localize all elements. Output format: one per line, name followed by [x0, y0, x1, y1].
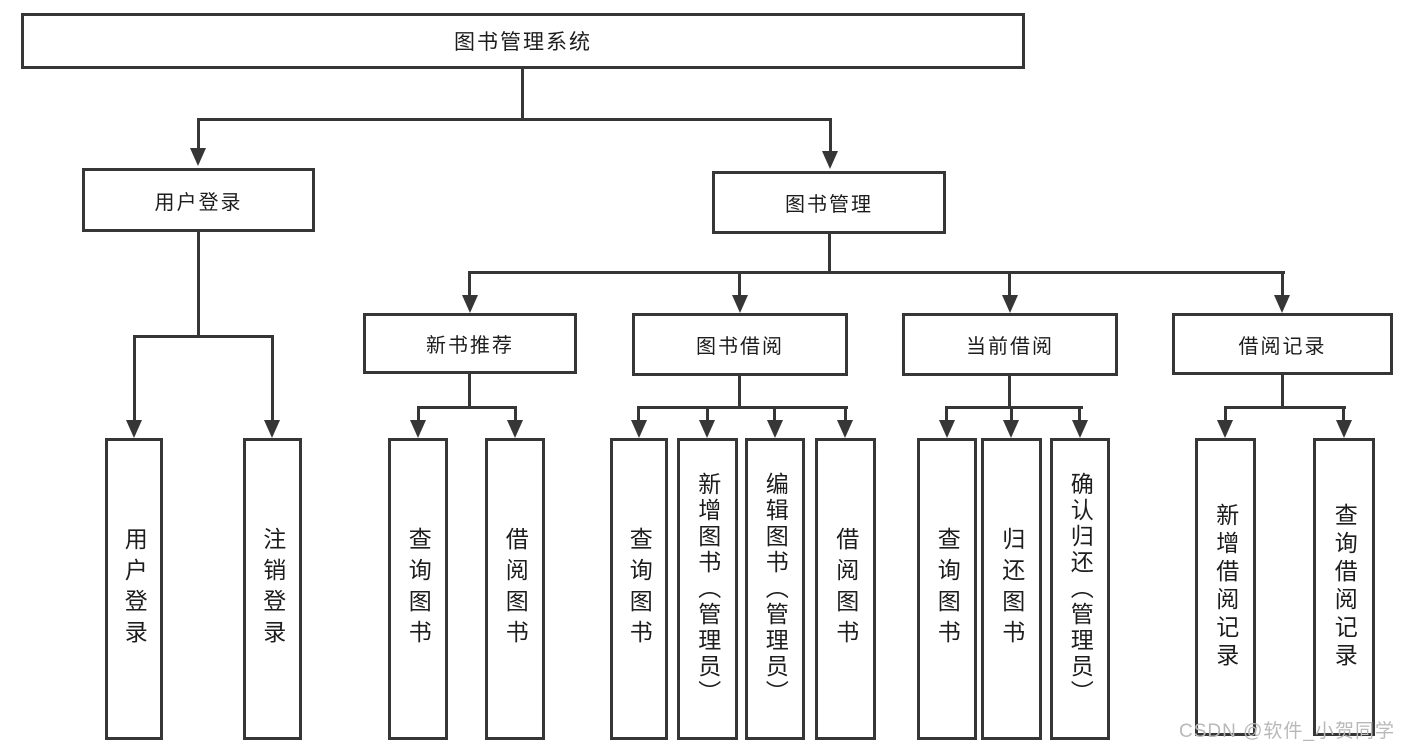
leaf-bb-add-book-admin: 新增图书（管理员） — [677, 438, 738, 740]
arrow-down-icon — [939, 420, 955, 438]
arrow-down-icon — [767, 420, 783, 438]
arrow-down-icon — [1072, 420, 1088, 438]
node-new-book-recommend-label: 新书推荐 — [426, 335, 514, 357]
connector-line — [738, 271, 741, 297]
connector-line — [468, 271, 1285, 274]
arrow-down-icon — [1217, 420, 1233, 438]
connector-line — [197, 118, 832, 121]
leaf-cb-query-book: 查询图书 — [917, 438, 977, 740]
connector-line — [706, 406, 709, 421]
connector-line — [637, 406, 848, 409]
connector-line — [417, 406, 517, 409]
branch-user-login: 用户登录 — [82, 168, 315, 232]
arrow-down-icon — [837, 420, 853, 438]
arrow-down-icon — [264, 420, 280, 438]
connector-line — [1078, 406, 1081, 421]
connector-line — [773, 406, 776, 421]
arrow-down-icon — [1336, 420, 1352, 438]
root-node-label: 图书管理系统 — [454, 31, 592, 54]
connector-line — [844, 406, 847, 421]
leaf-bb-borrow-book-label: 借阅图书 — [832, 527, 859, 651]
leaf-cb-return-book-label: 归还图书 — [998, 527, 1025, 651]
connector-line — [1281, 375, 1284, 408]
node-current-borrow-label: 当前借阅 — [966, 336, 1054, 358]
arrow-down-icon — [1274, 295, 1290, 313]
connector-line — [197, 118, 200, 150]
connector-line — [1008, 271, 1011, 297]
connector-line — [738, 376, 741, 408]
node-book-borrow: 图书借阅 — [632, 313, 848, 376]
leaf-bb-borrow-book: 借阅图书 — [815, 438, 876, 740]
arrow-down-icon — [699, 420, 715, 438]
connector-line — [1008, 376, 1011, 408]
arrow-down-icon — [126, 420, 142, 438]
node-borrow-record: 借阅记录 — [1172, 313, 1393, 375]
leaf-br-query-record-label: 查询借阅记录 — [1331, 503, 1358, 671]
arrow-down-icon — [631, 420, 647, 438]
leaf-cb-query-book-label: 查询图书 — [934, 527, 961, 651]
leaf-br-query-record: 查询借阅记录 — [1313, 438, 1375, 736]
leaf-bb-edit-book-admin-label: 编辑图书（管理员） — [762, 472, 789, 706]
root-node: 图书管理系统 — [21, 13, 1025, 69]
leaf-logout-label: 注销登录 — [259, 527, 286, 651]
connector-line — [514, 406, 517, 421]
leaf-cb-confirm-return-admin-label: 确认归还（管理员） — [1067, 472, 1094, 706]
leaf-nb-query-book: 查询图书 — [388, 438, 448, 740]
watermark: CSDN @软件_小贺同学 — [1179, 721, 1395, 742]
arrow-down-icon — [462, 295, 478, 313]
connector-line — [828, 234, 831, 274]
arrow-down-icon — [410, 420, 426, 438]
connector-line — [1342, 406, 1345, 421]
leaf-br-add-record-label: 新增借阅记录 — [1212, 503, 1239, 671]
leaf-bb-add-book-admin-label: 新增图书（管理员） — [694, 472, 721, 706]
leaf-cb-return-book: 归还图书 — [981, 438, 1042, 740]
connector-line — [1010, 406, 1013, 421]
connector-line — [945, 406, 1083, 409]
connector-line — [133, 335, 136, 420]
leaf-nb-query-book-label: 查询图书 — [405, 527, 432, 651]
leaf-br-add-record: 新增借阅记录 — [1195, 438, 1256, 736]
connector-line — [468, 271, 471, 297]
leaf-nb-borrow-book-label: 借阅图书 — [502, 527, 529, 651]
branch-user-login-label: 用户登录 — [154, 191, 243, 214]
connector-line — [521, 69, 524, 121]
arrow-down-icon — [822, 151, 838, 169]
leaf-bb-query-book: 查询图书 — [610, 438, 668, 740]
arrow-down-icon — [1002, 295, 1018, 313]
connector-line — [271, 335, 274, 420]
connector-line — [829, 118, 832, 153]
arrow-down-icon — [1003, 420, 1019, 438]
node-book-borrow-label: 图书借阅 — [696, 336, 784, 358]
connector-line — [417, 406, 420, 421]
connector-line — [945, 406, 948, 421]
connector-line — [133, 335, 274, 338]
branch-book-management: 图书管理 — [712, 171, 946, 234]
leaf-bb-query-book-label: 查询图书 — [626, 527, 653, 651]
leaf-logout: 注销登录 — [243, 438, 302, 740]
connector-line — [1224, 406, 1346, 409]
connector-line — [197, 232, 200, 338]
connector-line — [1281, 271, 1284, 297]
leaf-user-login-label: 用户登录 — [121, 527, 148, 651]
leaf-user-login: 用户登录 — [105, 438, 163, 740]
arrow-down-icon — [732, 295, 748, 313]
node-current-borrow: 当前借阅 — [902, 313, 1118, 376]
connector-line — [1224, 406, 1227, 421]
leaf-cb-confirm-return-admin: 确认归还（管理员） — [1050, 438, 1110, 740]
leaf-bb-edit-book-admin: 编辑图书（管理员） — [745, 438, 805, 740]
arrow-down-icon — [507, 420, 523, 438]
node-borrow-record-label: 借阅记录 — [1238, 335, 1327, 358]
leaf-nb-borrow-book: 借阅图书 — [485, 438, 545, 740]
arrow-down-icon — [190, 148, 206, 166]
connector-line — [468, 374, 471, 408]
branch-book-management-label: 图书管理 — [785, 194, 873, 216]
connector-line — [637, 406, 640, 421]
node-new-book-recommend: 新书推荐 — [363, 313, 577, 374]
